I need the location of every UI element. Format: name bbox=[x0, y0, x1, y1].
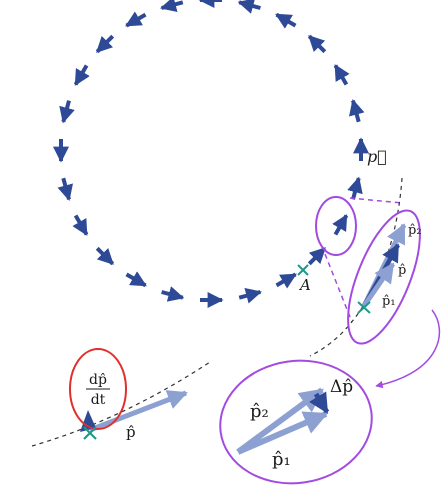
momentum-arrow bbox=[237, 0, 261, 14]
momentum-arrow bbox=[347, 176, 363, 200]
momentum-arrow bbox=[95, 34, 115, 54]
momentum-arrow bbox=[125, 271, 147, 288]
momentum-arrow bbox=[95, 246, 115, 266]
momentum-arrow bbox=[307, 34, 327, 54]
trajectory-path-right bbox=[309, 177, 403, 357]
momentum-arrow bbox=[161, 286, 185, 302]
momentum-arrow bbox=[333, 64, 350, 86]
p-hat-1-small-label: p̂₁ bbox=[382, 294, 396, 309]
p-hat-2-large-label: p̂₂ bbox=[250, 401, 269, 422]
p-vector-label: p⃗ bbox=[367, 147, 387, 166]
momentum-arrow bbox=[59, 100, 75, 124]
p-hat-2-small-label: p̂₂ bbox=[408, 223, 422, 238]
point-a-marker bbox=[297, 264, 309, 276]
zoom-connector-top bbox=[349, 197, 403, 204]
highlight-ellipse-large bbox=[219, 359, 373, 485]
momentum-arrow-circle bbox=[53, 0, 369, 308]
vector-difference-triangle bbox=[236, 387, 330, 455]
trajectory-path-left bbox=[31, 361, 211, 447]
dp-numerator: dp̂ bbox=[89, 372, 107, 388]
momentum-arrow bbox=[160, 0, 184, 12]
highlight-ellipse-small bbox=[315, 196, 357, 256]
momentum-arrow bbox=[72, 214, 89, 236]
momentum-arrow bbox=[238, 288, 262, 304]
zoomed-unit-vectors bbox=[357, 223, 407, 314]
momentum-arrow bbox=[73, 64, 90, 86]
momentum-arrow bbox=[125, 11, 147, 28]
highlight-ellipse-zoom bbox=[347, 209, 421, 345]
point-a-label: A bbox=[298, 276, 311, 294]
derivative-ring bbox=[69, 348, 127, 430]
p-hat-small-label: p̂ bbox=[398, 263, 406, 278]
momentum-arrow bbox=[307, 246, 327, 266]
momentum-arrow bbox=[57, 177, 73, 201]
dt-denominator: dt bbox=[91, 392, 106, 408]
tangent-unit-vector bbox=[89, 390, 188, 433]
delta-p-hat-label: Δp̂ bbox=[330, 377, 353, 397]
p-hat-tangent-label: p̂ bbox=[126, 423, 136, 441]
tangent-point-marker bbox=[83, 426, 97, 440]
momentum-arrow bbox=[275, 272, 297, 289]
zoom-connector-bottom bbox=[324, 253, 353, 323]
momentum-arrow bbox=[349, 99, 365, 123]
derivative-wedge bbox=[80, 410, 96, 432]
zoom-arrow bbox=[375, 309, 441, 389]
momentum-arrow bbox=[275, 12, 297, 29]
momentum-arrow bbox=[332, 214, 349, 236]
p-hat-1-large-label: p̂₁ bbox=[272, 449, 291, 470]
